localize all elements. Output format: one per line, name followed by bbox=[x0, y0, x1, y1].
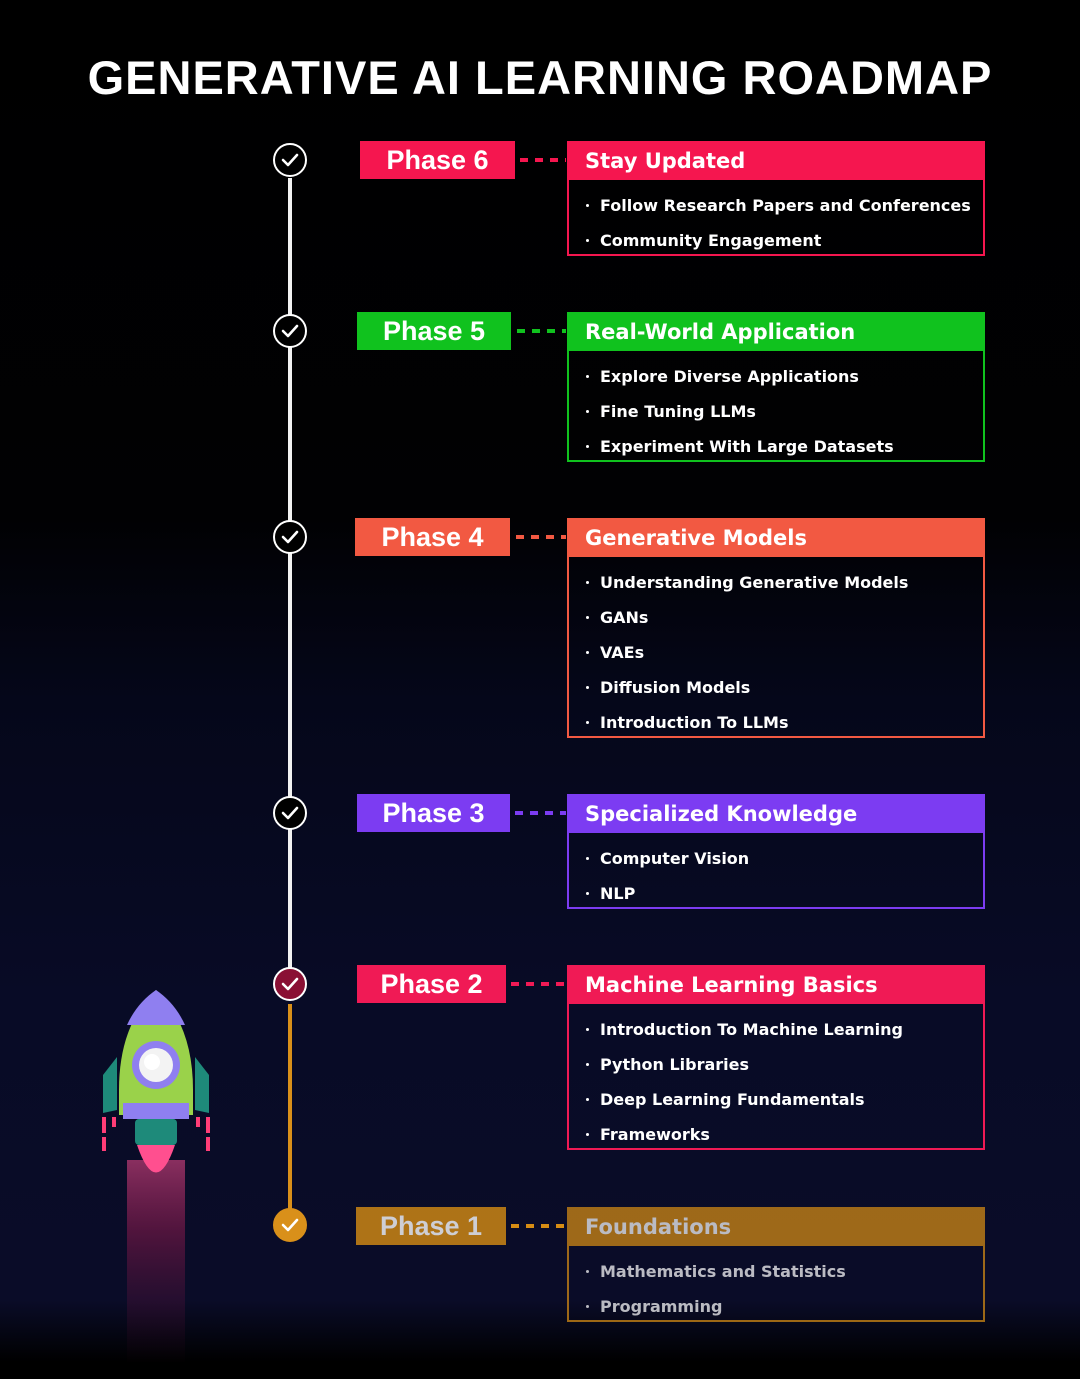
topic-item: Experiment With Large Datasets bbox=[569, 429, 983, 464]
topic-item: Deep Learning Fundamentals bbox=[569, 1082, 983, 1117]
phase-5-check-icon bbox=[273, 314, 307, 348]
phase-2-heading: Machine Learning Basics bbox=[569, 967, 983, 1004]
topic-item: Introduction To Machine Learning bbox=[569, 1012, 983, 1047]
phase-5-connector bbox=[517, 329, 566, 333]
topic-item: Python Libraries bbox=[569, 1047, 983, 1082]
phase-4-connector bbox=[516, 535, 566, 539]
phase-2-label: Phase 2 bbox=[357, 965, 506, 1003]
timeline-line-progress bbox=[288, 1004, 292, 1210]
page-title: GENERATIVE AI LEARNING ROADMAP bbox=[87, 51, 993, 104]
topic-item: Mathematics and Statistics bbox=[569, 1254, 983, 1289]
topic-item: GANs bbox=[569, 600, 983, 635]
topic-item: Follow Research Papers and Conferences bbox=[569, 188, 983, 223]
topic-item: NLP bbox=[569, 876, 983, 911]
phase-4-heading: Generative Models bbox=[569, 520, 983, 557]
phase-2-connector bbox=[511, 982, 566, 986]
phase-1-check-icon bbox=[273, 1208, 307, 1242]
topic-item: Understanding Generative Models bbox=[569, 565, 983, 600]
phase-1-heading: Foundations bbox=[569, 1209, 983, 1246]
topic-item: Explore Diverse Applications bbox=[569, 359, 983, 394]
phase-3-heading: Specialized Knowledge bbox=[569, 796, 983, 833]
topic-item: Introduction To LLMs bbox=[569, 705, 983, 740]
rocket-icon bbox=[102, 990, 210, 1365]
phase-3-check-icon bbox=[273, 796, 307, 830]
phase-2-check-icon bbox=[273, 967, 307, 1001]
topic-item: VAEs bbox=[569, 635, 983, 670]
phase-5-heading: Real-World Application bbox=[569, 314, 983, 351]
topic-item: Programming bbox=[569, 1289, 983, 1324]
topic-item: Community Engagement bbox=[569, 223, 983, 258]
phase-6-check-icon bbox=[273, 143, 307, 177]
bottom-bar bbox=[0, 1362, 1080, 1379]
phase-6-heading: Stay Updated bbox=[569, 143, 983, 180]
topic-item: Diffusion Models bbox=[569, 670, 983, 705]
phase-4-check-icon bbox=[273, 520, 307, 554]
phase-4-label: Phase 4 bbox=[355, 518, 510, 556]
phase-3-connector bbox=[515, 811, 566, 815]
timeline-line bbox=[288, 178, 292, 986]
topic-item: Fine Tuning LLMs bbox=[569, 394, 983, 429]
topic-item: Computer Vision bbox=[569, 841, 983, 876]
phase-1-label: Phase 1 bbox=[356, 1207, 506, 1245]
phase-5-label: Phase 5 bbox=[357, 312, 511, 350]
phase-6-connector bbox=[520, 158, 566, 162]
phase-3-label: Phase 3 bbox=[357, 794, 510, 832]
phase-1-connector bbox=[511, 1224, 566, 1228]
topic-item: Frameworks bbox=[569, 1117, 983, 1152]
phase-6-label: Phase 6 bbox=[360, 141, 515, 179]
